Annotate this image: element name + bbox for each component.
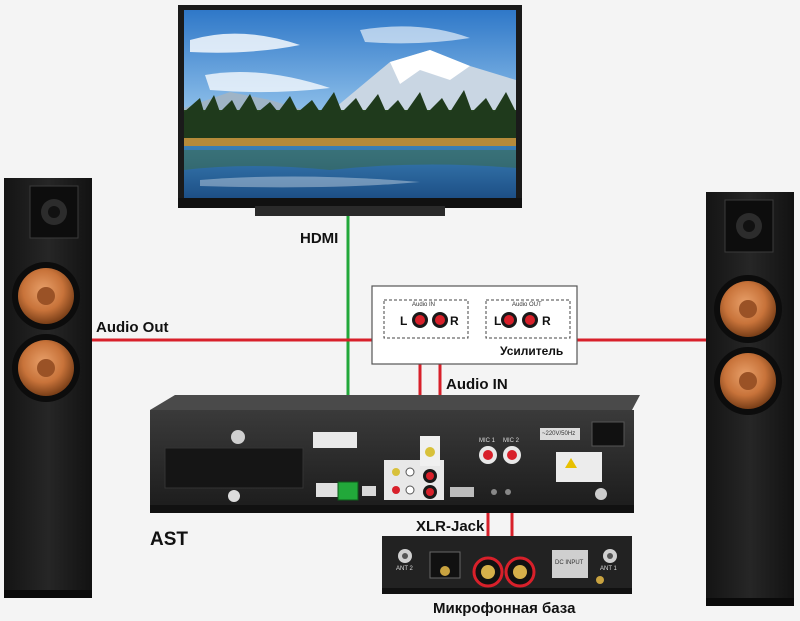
tv-stand xyxy=(255,206,445,216)
amplifier xyxy=(371,285,578,365)
left-speaker xyxy=(4,178,92,598)
ant2-label: ANT 2 xyxy=(396,566,413,572)
audio-out-label: Audio Out xyxy=(96,319,169,336)
ast-label: AST xyxy=(150,529,188,550)
audio-in-label: Audio IN xyxy=(446,376,508,393)
tv-screen xyxy=(184,10,516,198)
amp-out-left: L xyxy=(494,314,502,328)
amp-out-right: R xyxy=(542,314,551,328)
tv xyxy=(178,5,522,216)
mic2-label: MIC 2 xyxy=(503,438,520,444)
amp-in-right: R xyxy=(450,314,459,328)
amplifier-label: Усилитель xyxy=(500,344,564,358)
xlr-jack-label: XLR-Jack xyxy=(416,518,485,535)
mic-base-label: Микрофонная база xyxy=(433,600,576,617)
ast-receiver xyxy=(150,395,640,513)
dc-input-label: DC INPUT xyxy=(555,560,584,566)
amp-in-left: L xyxy=(400,314,408,328)
hdmi-label: HDMI xyxy=(300,230,339,247)
ant1-label: ANT 1 xyxy=(600,566,617,572)
amp-in-title: Audio IN xyxy=(412,302,436,308)
mic1-label: MIC 1 xyxy=(479,438,496,444)
right-speaker xyxy=(706,192,794,606)
microphone-base xyxy=(382,536,632,594)
amp-out-title: Audio OUT xyxy=(512,302,542,308)
voltage-label: ~220V/50Hz xyxy=(542,431,576,437)
